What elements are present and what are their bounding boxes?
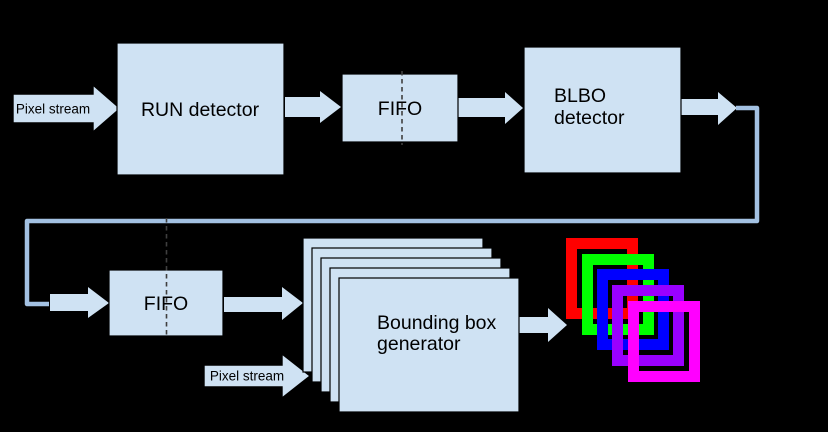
fifo-top-box	[341, 73, 459, 143]
output-bounding-box-4	[612, 285, 684, 366]
run-detector-label: RUN detector	[141, 99, 260, 121]
blbo-detector-label-line2: detector	[554, 107, 625, 129]
arrow-generator-out	[518, 308, 567, 342]
pixel-stream-arrow-top	[12, 83, 122, 134]
generator-label-line2: generator	[377, 333, 461, 355]
pixel-stream-label-bottom: Pixel stream	[210, 369, 284, 384]
pixel-stream-label-top: Pixel stream	[16, 102, 90, 117]
generator-label-line1: Bounding box	[377, 312, 497, 334]
feedback-connector-line	[24, 105, 760, 307]
arrow-run-to-fifo	[285, 91, 341, 123]
output-bounding-boxes	[566, 238, 700, 382]
fifo-top-label: FIFO	[378, 98, 422, 120]
fifo-bottom-label: FIFO	[144, 293, 188, 315]
bounding-box-generator-box	[338, 277, 520, 413]
output-bounding-box-5	[628, 301, 700, 382]
arrow-fifo-to-generator	[224, 287, 303, 320]
run-detector-box	[116, 42, 285, 176]
blbo-detector-box	[523, 46, 682, 174]
arrow-fifo-to-blbo	[458, 92, 523, 124]
arrow-into-fifo-bottom	[50, 287, 109, 318]
generator-page-stack	[302, 237, 520, 413]
arrow-blbo-out	[681, 92, 737, 125]
pixel-stream-arrow-bottom	[203, 352, 312, 400]
blbo-detector-label-line1: BLBO	[554, 85, 606, 107]
